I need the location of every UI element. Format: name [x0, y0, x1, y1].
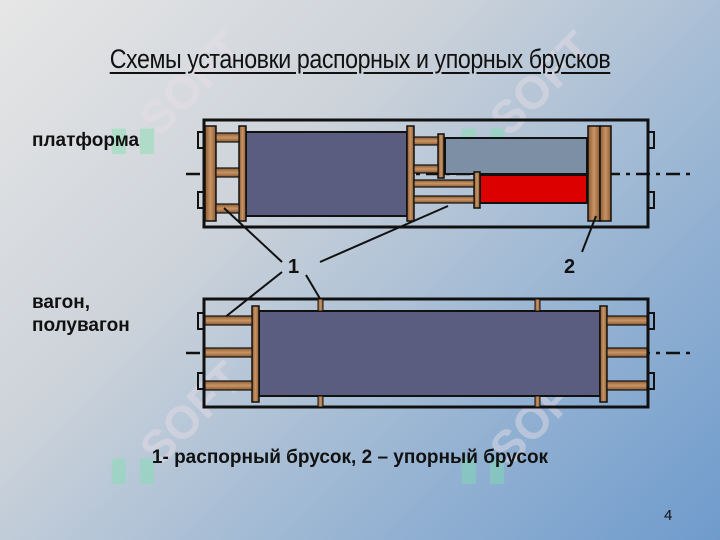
spacer-bar: [215, 167, 240, 178]
spacer-bar: [606, 347, 648, 358]
legend-caption: 1- распорный брусок, 2 – упорный брусок: [151, 447, 549, 468]
wood-post: [238, 125, 247, 222]
wood-post: [437, 133, 445, 179]
wood-post: [406, 125, 415, 222]
platform-frame: [202, 118, 650, 229]
platform-stub: [647, 191, 655, 209]
callout-number-1: 1: [288, 256, 300, 278]
wood-post: [204, 125, 217, 222]
spacer-bar: [413, 164, 439, 174]
wagon-scheme: [186, 297, 696, 409]
spacer-bar: [413, 195, 475, 204]
wagon-cargo: [258, 310, 601, 397]
platform-cargo-red: [479, 174, 588, 204]
wagon-stub: [197, 372, 205, 390]
wall-brace: [317, 395, 324, 408]
spacer-bar: [204, 347, 253, 358]
spacer-bar: [215, 132, 240, 143]
callout-line-1b: [319, 205, 449, 263]
callout-line-1c: [223, 271, 283, 319]
wagon-stub: [647, 312, 655, 330]
platform-stub: [197, 131, 205, 149]
callout-line-2: [581, 215, 597, 253]
wall-brace: [534, 395, 541, 408]
wagon-frame: [202, 297, 650, 409]
wood-post: [599, 305, 608, 403]
spacer-bar: [204, 315, 253, 326]
stop-block: [587, 125, 601, 222]
wagon-stub: [647, 372, 655, 390]
platform-cargo-1: [245, 131, 408, 217]
platform-scheme: [186, 118, 696, 229]
callout-number-2: 2: [564, 256, 576, 278]
label-wagon-line2: полувагон: [32, 315, 130, 336]
callout-line-1a: [223, 207, 283, 263]
spacer-bar: [204, 380, 253, 391]
wall-brace: [534, 298, 541, 312]
wood-post: [251, 305, 260, 403]
stop-block: [599, 125, 612, 222]
platform-cargo-2: [444, 137, 588, 175]
label-wagon-line1: вагон,: [32, 292, 91, 313]
spacer-bar: [215, 203, 240, 214]
spacer-bar: [606, 315, 648, 326]
wall-brace: [317, 298, 324, 312]
page-number: 4: [664, 507, 673, 524]
wagon-stub: [197, 312, 205, 330]
label-platform: платформа: [32, 130, 140, 151]
spacer-bar: [413, 179, 475, 188]
spacer-bar: [413, 136, 439, 146]
platform-stub: [197, 191, 205, 209]
spacer-bar: [606, 380, 648, 391]
page-title: Схемы установки распорных и упорных брус…: [109, 44, 611, 74]
platform-stub: [647, 131, 655, 149]
wood-post: [473, 171, 481, 209]
